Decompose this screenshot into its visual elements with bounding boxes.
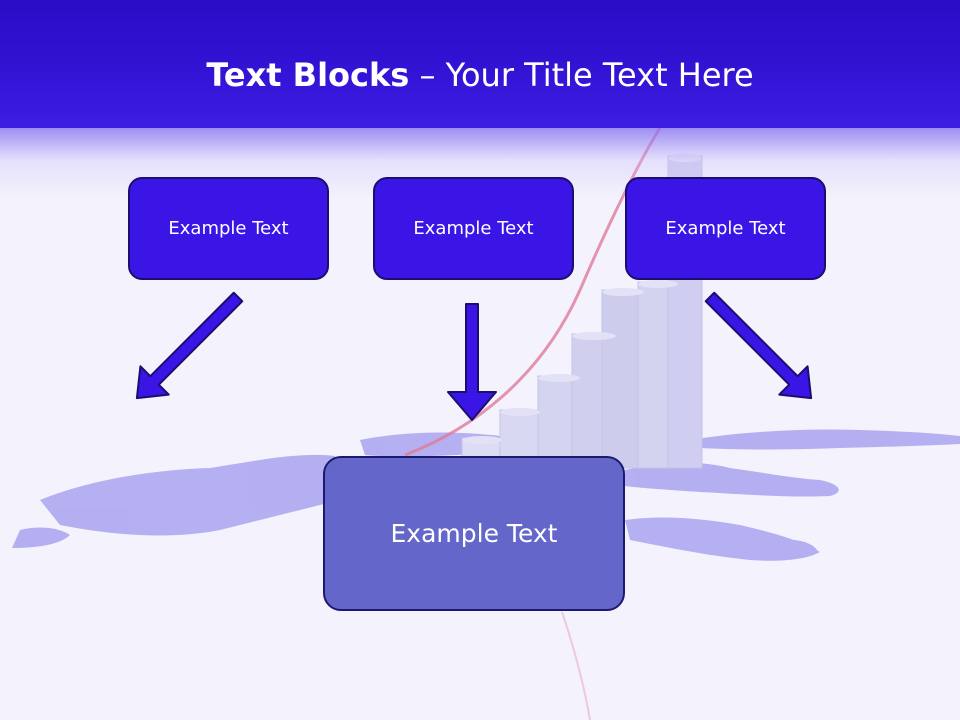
world-map-background — [12, 429, 960, 561]
text-block-bottom-label: Example Text — [390, 519, 558, 548]
arrow-down-right-icon — [135, 291, 244, 400]
text-block-top-left: Example Text — [128, 177, 329, 280]
text-block-top-center-label: Example Text — [413, 218, 534, 239]
text-block-top-left-label: Example Text — [168, 218, 289, 239]
slide-title-bold: Text Blocks — [206, 56, 410, 94]
text-block-top-center: Example Text — [373, 177, 574, 280]
text-block-bottom: Example Text — [323, 456, 625, 611]
text-block-top-right-label: Example Text — [665, 218, 786, 239]
header-band — [0, 0, 960, 128]
arrow-down-icon — [447, 303, 497, 421]
slide-title: Text Blocks – Your Title Text Here — [0, 50, 960, 100]
arrow-down-left-icon — [704, 291, 813, 400]
text-block-top-right: Example Text — [625, 177, 826, 280]
slide-title-rest: – Your Title Text Here — [409, 56, 754, 94]
